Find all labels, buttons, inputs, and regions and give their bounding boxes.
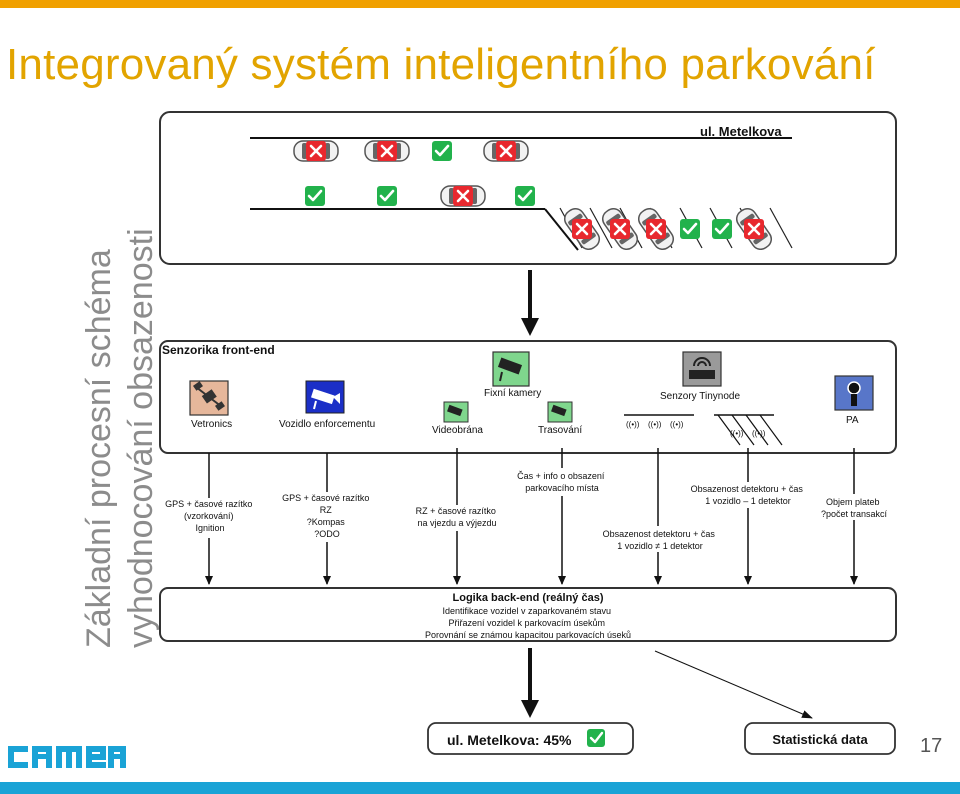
free-check-icon bbox=[587, 729, 605, 747]
label-tracking: Trasování bbox=[538, 425, 582, 436]
satellite-icon bbox=[189, 380, 229, 416]
sensor-strip-angled: ((•)) ((•)) bbox=[714, 414, 783, 446]
parking-spot bbox=[680, 219, 700, 239]
backend-title: Logika back-end (reálný čas) bbox=[453, 592, 604, 604]
backend-line-3: Porovnání se známou kapacitou parkovacíc… bbox=[425, 630, 631, 640]
tracking-camera-icon bbox=[547, 401, 573, 423]
svg-text:((•)): ((•)) bbox=[648, 420, 662, 429]
backend-panel: Logika back-end (reálný čas) Identifikac… bbox=[159, 587, 897, 642]
tinynode-sensor-icon bbox=[682, 351, 722, 387]
parking-spot bbox=[305, 186, 325, 206]
occupied-x-icon bbox=[496, 141, 516, 161]
parking-spot bbox=[483, 140, 529, 162]
free-check-icon bbox=[432, 141, 452, 161]
occupied-x-icon bbox=[453, 186, 473, 206]
arrow-backend-to-status bbox=[521, 648, 539, 718]
label-vetronics: Vetronics bbox=[191, 419, 232, 430]
parking-meter-icon bbox=[834, 375, 874, 411]
parking-separator bbox=[589, 207, 613, 249]
parking-spot bbox=[735, 208, 773, 250]
flow-label-vetronics: GPS + časové razítko (vzorkování) Igniti… bbox=[160, 498, 260, 538]
svg-text:((•)): ((•)) bbox=[670, 420, 684, 429]
parking-spot bbox=[637, 208, 675, 250]
arrow-backend-to-statistics bbox=[654, 650, 813, 719]
frontend-panel: Senzorika front-end Vetronics Vozidlo en… bbox=[159, 340, 897, 454]
parking-spot bbox=[601, 208, 639, 250]
label-fixed-cameras: Fixní kamery bbox=[484, 388, 541, 399]
parking-spot bbox=[440, 185, 486, 207]
svg-text:GPS + časové razítko RZ: GPS + časové razítko RZ ?Kompas ?ODO bbox=[282, 493, 372, 539]
svg-text:((•)): ((•)) bbox=[730, 429, 744, 438]
svg-text:Objem plateb ?počet tran: Objem plateb ?počet transakcí bbox=[821, 497, 888, 519]
statistics-text: Statistická data bbox=[772, 732, 868, 747]
free-check-icon bbox=[305, 186, 325, 206]
svg-text:Obsazenost detektoru + čas: Obsazenost detektoru + čas 1 vozidlo – 1… bbox=[691, 484, 806, 506]
parking-spot bbox=[432, 141, 452, 161]
parking-row-2 bbox=[305, 185, 535, 207]
free-check-icon bbox=[680, 219, 700, 239]
parking-spot bbox=[515, 186, 535, 206]
svg-text:Obsazenost detektoru + čas: Obsazenost detektoru + čas 1 vozidlo ≠ 1… bbox=[603, 529, 718, 551]
camea-logo: camea bbox=[8, 746, 126, 768]
occupied-x-icon bbox=[572, 219, 592, 239]
svg-text:RZ + časové razítko na v: RZ + časové razítko na vjezdu a výjezdu bbox=[416, 506, 499, 528]
video-gate-camera-icon bbox=[443, 401, 469, 423]
parking-spot bbox=[563, 208, 601, 250]
street-name: ul. Metelkova bbox=[700, 124, 782, 139]
free-check-icon bbox=[515, 186, 535, 206]
label-tinynode: Senzory Tinynode bbox=[660, 391, 740, 402]
label-pa: PA bbox=[846, 415, 859, 426]
occupied-x-icon bbox=[744, 219, 764, 239]
label-video-gate: Videobrána bbox=[432, 425, 483, 436]
sensor-strip-parallel: ((•)) ((•)) ((•)) bbox=[624, 414, 694, 429]
flow-label-enforcement: GPS + časové razítko RZ ?Kompas ?ODO bbox=[276, 492, 378, 542]
svg-text:((•)): ((•)) bbox=[626, 420, 640, 429]
parking-row-3 bbox=[559, 207, 793, 250]
backend-line-2: Přiřazení vozidel k parkovacím úsekům bbox=[448, 618, 605, 628]
flow-label-video-gate: RZ + časové razítko na vjezdu a výjezdu bbox=[407, 505, 507, 531]
backend-line-1: Identifikace vozidel v zaparkovaném stav… bbox=[442, 606, 611, 616]
frontend-title: Senzorika front-end bbox=[162, 343, 275, 357]
flow-label-tinynode-angled: Obsazenost detektoru + čas 1 vozidlo – 1… bbox=[684, 482, 812, 508]
free-check-icon bbox=[377, 186, 397, 206]
svg-text:GPS + časové razítko (vz: GPS + časové razítko (vzorkování) Igniti… bbox=[165, 499, 255, 533]
street-status-text: ul. Metelkova: 45% bbox=[447, 732, 572, 748]
fixed-camera-icon bbox=[492, 351, 530, 387]
parking-spot bbox=[712, 219, 732, 239]
flow-label-tracking: Čas + info o obsazení parkovacího místa bbox=[508, 468, 616, 496]
bottom-accent-bar bbox=[0, 782, 960, 794]
svg-text:Identifikace vozidel v zaparko: Identifikace vozidel v zaparkovaném stav… bbox=[425, 606, 631, 640]
parking-spot bbox=[364, 140, 410, 162]
occupied-x-icon bbox=[610, 219, 630, 239]
occupied-x-icon bbox=[646, 219, 666, 239]
flow-label-pa: Objem plateb ?počet transakcí bbox=[812, 494, 896, 520]
page-number: 17 bbox=[920, 735, 943, 757]
output-street-status: ul. Metelkova: 45% bbox=[427, 722, 634, 755]
svg-text:((•)): ((•)) bbox=[752, 429, 766, 438]
top-accent-bar bbox=[0, 0, 960, 8]
parking-row-1 bbox=[293, 140, 529, 162]
street-panel: ul. Metelkova bbox=[159, 111, 897, 265]
free-check-icon bbox=[712, 219, 732, 239]
parking-separator bbox=[769, 207, 793, 249]
slide-title: Integrovaný systém inteligentního parkov… bbox=[6, 40, 876, 89]
enforcement-camera-icon bbox=[305, 380, 345, 414]
arrow-street-to-frontend bbox=[521, 270, 539, 336]
label-enforcement: Vozidlo enforcementu bbox=[279, 419, 375, 430]
parking-spot bbox=[377, 186, 397, 206]
occupied-x-icon bbox=[306, 141, 326, 161]
occupied-x-icon bbox=[377, 141, 397, 161]
flow-label-tinynode-parallel: Obsazenost detektoru + čas 1 vozidlo ≠ 1… bbox=[598, 526, 720, 552]
parking-spot bbox=[293, 140, 339, 162]
svg-text:Čas + info o obsazení pa: Čas + info o obsazení parkovacího místa bbox=[517, 471, 607, 493]
output-statistics: Statistická data bbox=[744, 722, 896, 755]
